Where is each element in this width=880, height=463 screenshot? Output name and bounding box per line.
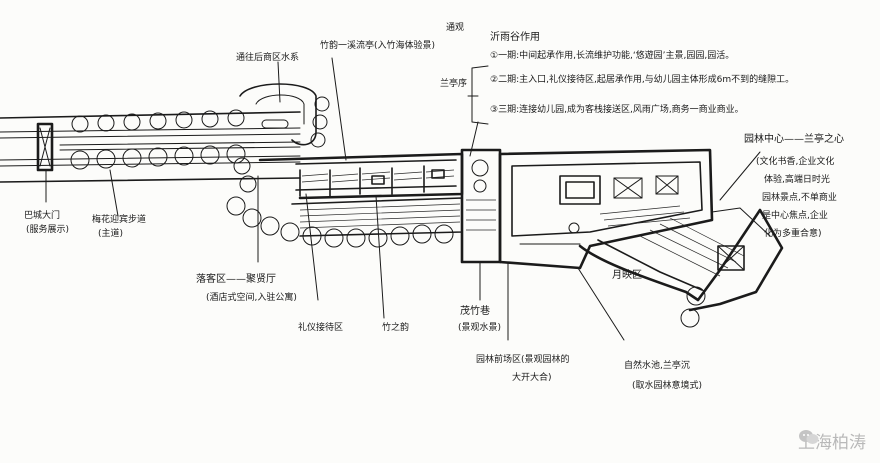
entrance-gate	[36, 122, 54, 172]
annotations: 巴城大门 (服务展示) 梅花迎宾步道 (主道) 通往后商区水系 竹韵一溪流亭(入…	[24, 22, 844, 391]
pond-loop	[239, 83, 330, 148]
connector-block	[460, 148, 502, 264]
label-entrance-sub: (服务展示)	[26, 223, 69, 235]
label-lobby: 礼仪接待区	[298, 321, 343, 333]
label-path-sub: (主道)	[98, 227, 123, 239]
label-corridor: 竹之韵	[382, 321, 409, 333]
label-center-title: 园林中心——兰亭之心	[744, 132, 844, 145]
label-bamboo-sub: (景观水景)	[458, 321, 501, 333]
label-entrance: 巴城大门	[24, 209, 60, 221]
entrance-avenue	[0, 109, 301, 183]
label-func-2: ②二期:主入口,礼仪接待区,起居承作用,与幼儿园主体形成6m不到的缝隙工。	[490, 73, 794, 85]
label-pond: 通往后商区水系	[236, 51, 299, 63]
label-reception: 落客区——聚贤厅	[196, 272, 276, 285]
label-center-1: (文化书香,企业文化	[756, 155, 834, 167]
angled-wing	[578, 207, 784, 328]
watermark: 上海柏涛	[798, 428, 866, 453]
label-water-sub: (取水园林意境式)	[632, 379, 702, 391]
label-reception-sub: (酒店式空间,入驻公寓)	[206, 291, 297, 303]
label-center-2: 体验,高端日时光	[764, 173, 830, 185]
label-center-5: 化为多重合意)	[764, 227, 822, 239]
label-garden-entry: 园林前场区(景观园林的	[476, 353, 570, 365]
central-garden-building	[498, 148, 714, 270]
label-func-1: ①一期:中间起承作用,长流维护功能,‘悠遊园’主景,园园,园活。	[490, 49, 734, 61]
label-bamboo: 茂竹巷	[460, 304, 490, 317]
tree-row-north	[71, 109, 245, 133]
main-building	[258, 152, 464, 237]
label-garden-top-tag: 通观	[446, 22, 464, 33]
leader-lines	[45, 57, 761, 341]
label-moon: 月映区	[612, 269, 642, 281]
label-garden-entry-sub: 大开大合)	[512, 371, 552, 383]
tree-row-south	[70, 144, 246, 170]
label-func-title: 沂雨谷作用	[490, 30, 540, 43]
label-center-3: 园林景点,不单商业	[762, 191, 837, 203]
label-center-4: 是中心焦点,企业	[762, 209, 828, 221]
label-func-3: ③三期:连接幼儿园,成为客栈接送区,风雨广场,商务一商业商业。	[490, 103, 744, 115]
label-water: 自然水池,兰亭沉	[624, 359, 690, 371]
chat-bubble-icon	[799, 430, 819, 444]
label-bracket: 兰亭序	[440, 77, 467, 89]
label-garden-top: 竹韵一溪流亭(入竹海体验景)	[320, 39, 435, 51]
label-path: 梅花迎宾步道	[92, 213, 146, 225]
